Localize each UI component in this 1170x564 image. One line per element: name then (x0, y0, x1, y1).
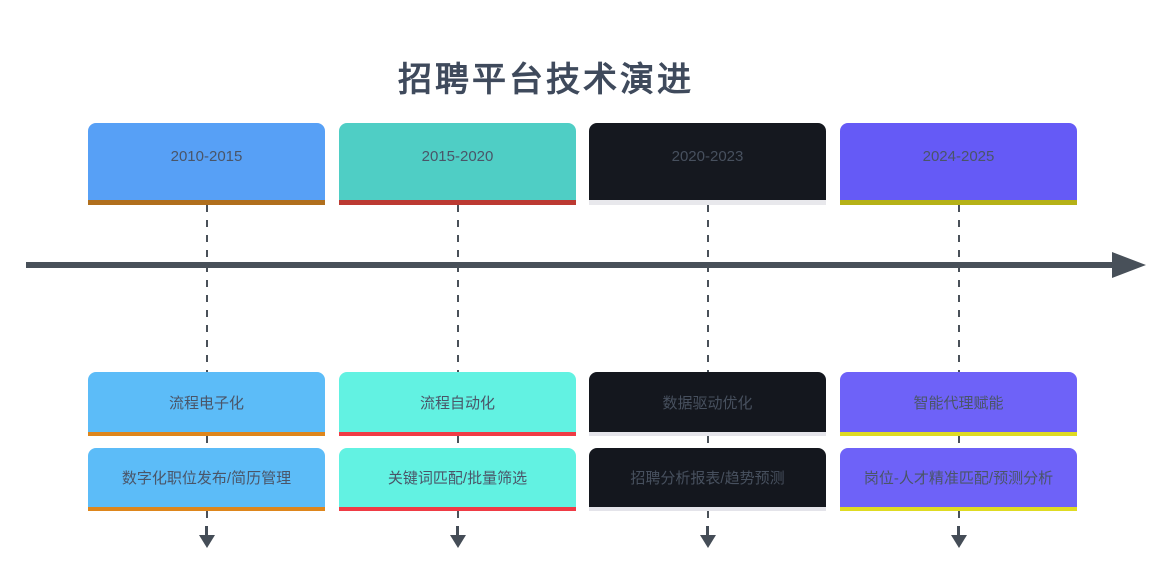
period-box: 2010-2015 (88, 123, 325, 205)
dashed-connector (957, 511, 960, 525)
timeline-column-2010-2015: 2010-2015 流程电子化 数字化职位发布/简历管理 (88, 123, 325, 553)
timeline-column-2015-2020: 2015-2020 流程自动化 关键词匹配/批量筛选 (339, 123, 576, 553)
period-label: 2015-2020 (421, 148, 494, 165)
event-label: 关键词匹配/批量筛选 (387, 470, 528, 487)
period-label: 2020-2023 (671, 148, 744, 165)
dashed-connector (957, 205, 960, 372)
dashed-connector (456, 511, 459, 525)
timeline-column-2024-2025: 2024-2025 智能代理赋能 岗位-人才精准匹配/预测分析 (840, 123, 1077, 553)
event-box: 流程电子化 (88, 372, 325, 436)
dashed-connector (706, 511, 709, 525)
dashed-connector (456, 205, 459, 372)
axis-arrowhead-icon (1112, 252, 1146, 278)
period-box: 2020-2023 (589, 123, 826, 205)
event-label: 智能代理赋能 (913, 394, 1004, 412)
page-title: 招聘平台技术演进 (398, 61, 694, 99)
event-box: 招聘分析报表/趋势预测 (589, 448, 826, 511)
period-box: 2015-2020 (339, 123, 576, 205)
down-arrow-icon (699, 526, 716, 548)
dashed-connector (706, 436, 709, 448)
dashed-connector (456, 436, 459, 448)
event-label: 数据驱动优化 (662, 394, 753, 412)
dashed-connector (205, 436, 208, 448)
event-label: 招聘分析报表/趋势预测 (630, 470, 785, 487)
period-label: 2010-2015 (170, 148, 243, 165)
event-box: 岗位-人才精准匹配/预测分析 (840, 448, 1077, 511)
event-box: 数据驱动优化 (589, 372, 826, 436)
event-box: 智能代理赋能 (840, 372, 1077, 436)
period-box: 2024-2025 (840, 123, 1077, 205)
event-box: 数字化职位发布/简历管理 (88, 448, 325, 511)
down-arrow-icon (198, 526, 215, 548)
down-arrow-icon (449, 526, 466, 548)
down-arrow-icon (950, 526, 967, 548)
dashed-connector (205, 205, 208, 372)
dashed-connector (706, 205, 709, 372)
event-label: 流程自动化 (419, 394, 495, 412)
dashed-connector (205, 511, 208, 525)
event-box: 流程自动化 (339, 372, 576, 436)
event-label: 岗位-人才精准匹配/预测分析 (863, 470, 1054, 487)
period-label: 2024-2025 (922, 148, 995, 165)
timeline-axis (26, 262, 1116, 268)
event-label: 流程电子化 (168, 394, 244, 412)
timeline-column-2020-2023: 2020-2023 数据驱动优化 招聘分析报表/趋势预测 (589, 123, 826, 553)
dashed-connector (957, 436, 960, 448)
event-label: 数字化职位发布/简历管理 (121, 470, 292, 487)
event-box: 关键词匹配/批量筛选 (339, 448, 576, 511)
